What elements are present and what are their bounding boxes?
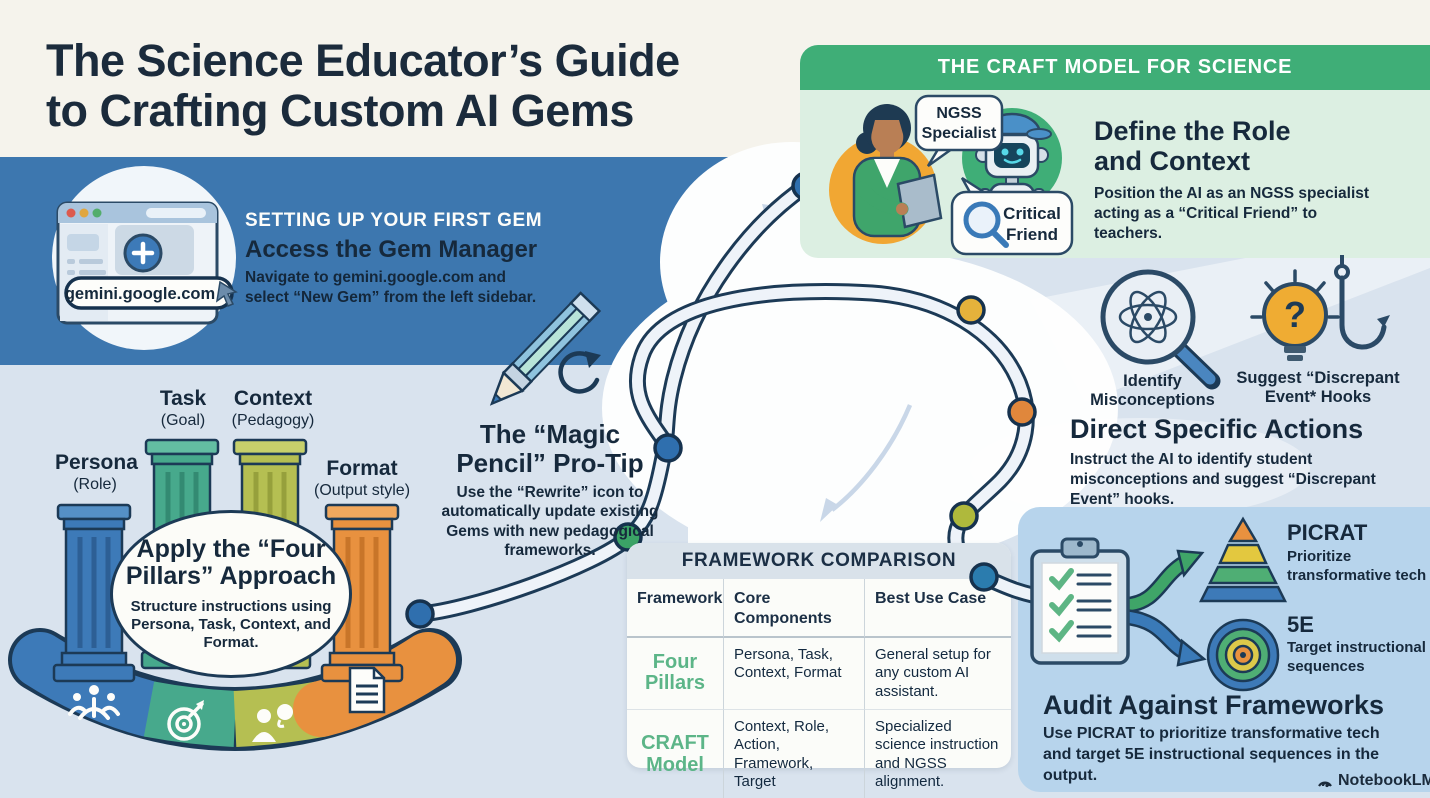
ngss-line2: Specialist bbox=[922, 125, 997, 142]
col-header-usecase: Best Use Case bbox=[864, 579, 1011, 639]
picrat-label: PICRAT bbox=[1287, 520, 1368, 545]
title-line2: to Crafting Custom AI Gems bbox=[46, 85, 634, 137]
row1-usecase: General setup for any custom AI assistan… bbox=[864, 638, 1011, 710]
five-e-target-icon bbox=[1206, 618, 1280, 692]
row1-components: Persona, Task, Context, Format bbox=[723, 638, 864, 710]
icon1-label: Identify Misconceptions bbox=[1090, 372, 1215, 409]
setup-kicker: SETTING UP YOUR FIRST GEM bbox=[245, 210, 543, 231]
framework-comparison-table: FRAMEWORK COMPARISON Framework Core Comp… bbox=[627, 543, 1011, 798]
persona-sub: (Role) bbox=[73, 476, 117, 494]
setup-body: Navigate to gemini.google.com and select… bbox=[245, 269, 537, 306]
window-dot-yellow bbox=[79, 208, 89, 218]
actions-body: Instruct the AI to identify student misc… bbox=[1070, 451, 1376, 509]
dot-yellow bbox=[956, 295, 986, 325]
setup-heading: Access the Gem Manager bbox=[245, 236, 538, 263]
audit-graphics bbox=[1030, 516, 1288, 692]
misconception-magnifier-icon bbox=[1100, 269, 1221, 390]
format-name: Format bbox=[326, 457, 398, 480]
pillar-label-task: Task (Goal) bbox=[150, 387, 216, 430]
rewrite-undo-arrow-icon bbox=[558, 351, 601, 394]
dot-orange bbox=[1007, 397, 1037, 427]
col-header-framework: Framework bbox=[627, 579, 723, 639]
critical-friend-bubble: Critical Friend bbox=[950, 176, 1074, 256]
window-dot-red bbox=[66, 208, 76, 218]
critical-line1: Critical bbox=[1003, 204, 1061, 223]
notebooklm-brand: NotebookLM bbox=[1316, 772, 1430, 790]
oval-heading: Apply the “Four Pillars” Approach bbox=[125, 534, 337, 591]
brand-text: NotebookLM bbox=[1338, 772, 1430, 789]
dot-olive bbox=[949, 501, 979, 531]
tablet bbox=[896, 173, 943, 229]
title-line1: The Science Educator’s Guide bbox=[46, 35, 680, 86]
table-title-bar: FRAMEWORK COMPARISON bbox=[627, 543, 1011, 579]
audit-body: Use PICRAT to prioritize transformative … bbox=[1043, 725, 1380, 784]
row2-usecase: Specialized science instruction and NGSS… bbox=[864, 709, 1011, 798]
table-grid: Framework Core Components Best Use Case … bbox=[627, 579, 1011, 798]
dot-blue-end bbox=[405, 599, 435, 629]
discrepant-bulb-icon: ? bbox=[1250, 269, 1340, 361]
five-e-label: 5E bbox=[1287, 612, 1314, 637]
pillar-label-persona: Persona (Role) bbox=[55, 451, 138, 494]
picrat-pyramid-icon bbox=[1198, 516, 1288, 603]
craft-panel-header: THE CRAFT MODEL FOR SCIENCE bbox=[800, 45, 1430, 90]
green-arrow bbox=[1120, 557, 1190, 611]
row2-components: Context, Role, Action, Framework, Target bbox=[723, 709, 864, 798]
window-dot-green bbox=[92, 208, 102, 218]
pencil-heading: The “Magic Pencil” Pro-Tip bbox=[456, 419, 644, 479]
picrat-desc: Prioritize transformative tech bbox=[1287, 548, 1427, 584]
oval-body: Structure instructions using Persona, Ta… bbox=[130, 597, 332, 652]
four-pillars-oval: Apply the “Four Pillars” Approach Struct… bbox=[110, 510, 352, 678]
format-sub: (Output style) bbox=[313, 482, 411, 500]
critical-line2: Friend bbox=[1006, 225, 1058, 244]
magic-pencil-illustration bbox=[489, 291, 602, 406]
cursor-icon bbox=[215, 280, 238, 307]
page-title: The Science Educator’s Guide to Crafting… bbox=[46, 35, 766, 137]
icon2-label: Suggest “Discrepant Event* Hooks bbox=[1236, 369, 1400, 406]
pillar-label-context: Context (Pedagogy) bbox=[228, 387, 318, 430]
ngss-line1: NGSS bbox=[936, 105, 982, 122]
direct-actions-icons: ? bbox=[1100, 255, 1390, 390]
svg-text:?: ? bbox=[1284, 294, 1306, 335]
milestone-dots bbox=[405, 171, 1037, 629]
fishing-hook-icon bbox=[1334, 255, 1390, 350]
task-name: Task bbox=[159, 387, 207, 410]
audit-heading: Audit Against Frameworks bbox=[1043, 690, 1385, 720]
clipboard-icon bbox=[1030, 537, 1130, 665]
pencil-body: Use the “Rewrite” icon to automatically … bbox=[441, 484, 659, 560]
actions-heading: Direct Specific Actions bbox=[1070, 414, 1364, 444]
magnifier-icon-small bbox=[963, 201, 1001, 239]
context-sub: (Pedagogy) bbox=[231, 412, 315, 430]
faint-arrow-down bbox=[830, 404, 913, 512]
craft-heading: Define the Role and Context bbox=[1094, 116, 1291, 177]
five-e-desc: Target instructional sequences bbox=[1287, 639, 1426, 675]
persona-name: Persona bbox=[55, 451, 138, 474]
dot-blue-mid bbox=[653, 433, 683, 463]
browser-url-text: gemini.google.com bbox=[65, 285, 215, 303]
pillar-label-format: Format (Output style) bbox=[310, 457, 414, 500]
teacher-robot-illustration: NGSS Specialist Critical Friend bbox=[829, 94, 1074, 256]
task-sub: (Goal) bbox=[160, 412, 206, 430]
notebooklm-logo-icon bbox=[1318, 781, 1332, 788]
browser-illustration: gemini.google.com bbox=[52, 166, 238, 350]
table-title: FRAMEWORK COMPARISON bbox=[681, 550, 957, 571]
context-name: Context bbox=[233, 387, 313, 410]
craft-header-title: THE CRAFT MODEL FOR SCIENCE bbox=[937, 56, 1293, 78]
row1-framework: Four Pillars bbox=[627, 638, 723, 710]
craft-body: Position the AI as an NGSS specialist ac… bbox=[1094, 185, 1370, 243]
ngss-specialist-bubble: NGSS Specialist bbox=[914, 94, 1004, 168]
col-header-components: Core Components bbox=[723, 579, 864, 639]
row2-framework: CRAFT Model bbox=[641, 731, 709, 776]
teacher-figure bbox=[852, 104, 943, 238]
